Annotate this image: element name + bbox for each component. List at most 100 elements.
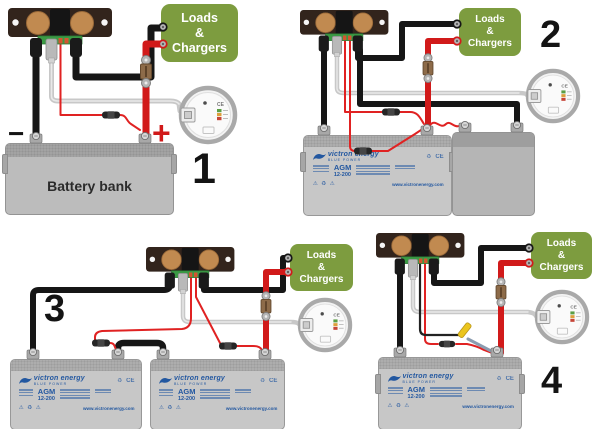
loads-chargers-box-1: Loads & Chargers bbox=[161, 4, 238, 62]
temp-sensor-wire-panel4 bbox=[418, 261, 461, 337]
panel-number-1: 1 bbox=[192, 145, 216, 193]
label-fineprint bbox=[95, 388, 112, 394]
data-cable-panel1 bbox=[49, 53, 183, 114]
battery-top bbox=[453, 133, 534, 147]
battery-bank-label: Battery bank bbox=[47, 178, 132, 194]
battery-post bbox=[138, 131, 152, 144]
battery-top bbox=[6, 144, 173, 157]
battery-label: victron energy BLUE POWER ♻ CE AGM 12-20… bbox=[387, 373, 514, 425]
loads-negative-cable-panel4 bbox=[431, 245, 532, 286]
recycle-icon: ♻ bbox=[260, 377, 266, 384]
sense-wire-b-panel4 bbox=[455, 343, 493, 354]
inline-fuse-b-panel3 bbox=[219, 342, 237, 350]
positive-cable-panel4 bbox=[498, 260, 532, 356]
battery-handle-left bbox=[2, 154, 8, 174]
warning-icons: ⚠ ♻ ⚠ bbox=[312, 181, 336, 188]
battery-label: victron energy BLUE POWER ♻ CE AGM 12-20… bbox=[158, 375, 277, 425]
shunt-panel2 bbox=[299, 9, 389, 58]
battery-tagline: BLUE POWER bbox=[33, 382, 68, 386]
battery-bank: Battery bank bbox=[2, 143, 177, 215]
inline-fuse-a-panel3 bbox=[92, 339, 110, 347]
loads-line2: & bbox=[557, 249, 566, 261]
inline-fuse-panel1 bbox=[102, 111, 120, 119]
sense-wire-a2-panel2 bbox=[399, 111, 425, 125]
victron-battery: victron energy BLUE POWER ♻ CE AGM 12-20… bbox=[375, 357, 525, 429]
battery-post bbox=[510, 120, 524, 133]
battery-website: www.victronenergy.com bbox=[462, 403, 514, 409]
shunt-panel4 bbox=[375, 232, 465, 281]
battery-top bbox=[151, 360, 284, 371]
recycle-icon: ♻ bbox=[496, 375, 502, 382]
panel-number-4: 4 bbox=[541, 360, 563, 402]
battery-handle-left bbox=[375, 374, 381, 394]
loads-chargers-box-4: Loads & Chargers bbox=[531, 232, 592, 279]
battery-post bbox=[490, 345, 504, 358]
battery-brand: victron energy bbox=[327, 151, 379, 158]
battery-type: AGM bbox=[407, 385, 426, 394]
sense-wire-panel1 bbox=[59, 42, 103, 116]
mega-fuse-panel2 bbox=[422, 53, 434, 84]
battery-brand: victron energy bbox=[33, 375, 85, 382]
victron-logo-icon bbox=[158, 377, 172, 384]
battery-tagline: BLUE POWER bbox=[402, 380, 436, 384]
label-fineprint bbox=[60, 388, 91, 399]
battery-post bbox=[420, 123, 434, 136]
loads-line1: Loads bbox=[546, 237, 577, 249]
loads-chargers-box-2: Loads & Chargers bbox=[459, 8, 521, 56]
loads-line1: Loads bbox=[181, 10, 218, 25]
battery-model: 12-200 bbox=[37, 395, 55, 402]
shunt-panel1 bbox=[7, 7, 113, 64]
battery-post bbox=[111, 347, 125, 360]
battery-tagline: BLUE POWER bbox=[327, 158, 362, 162]
victron-logo-icon bbox=[387, 375, 401, 382]
label-fineprint bbox=[387, 386, 403, 395]
sense-wire-a-panel2 bbox=[344, 39, 383, 113]
loads-line2: & bbox=[486, 26, 494, 37]
battery-model: 12-200 bbox=[333, 171, 351, 178]
data-cable-panel3 bbox=[180, 288, 302, 327]
aux-wire-second-battery-panel2 bbox=[429, 121, 465, 128]
label-fineprint bbox=[467, 386, 486, 392]
battery-type: AGM bbox=[37, 387, 56, 396]
battery-tagline: BLUE POWER bbox=[173, 382, 208, 386]
battery-post bbox=[393, 345, 407, 358]
warning-icons: ⚠ ♻ ⚠ bbox=[158, 405, 182, 412]
second-battery-cable-panel2 bbox=[357, 47, 520, 131]
label-fineprint bbox=[158, 388, 173, 397]
shunt-panel3 bbox=[145, 246, 235, 295]
data-cable-panel4 bbox=[410, 274, 539, 319]
series-jumper-cable-panel3 bbox=[114, 339, 167, 358]
battery-label: victron energy BLUE POWER ♻ CE AGM 12-20… bbox=[312, 151, 444, 211]
loads-chargers-box-3: Loads & Chargers bbox=[290, 244, 353, 291]
battery-monitor-gauge-panel4 bbox=[537, 292, 587, 342]
battery-monitor-gauge-panel3 bbox=[300, 300, 350, 350]
inline-fuse-a-panel2 bbox=[382, 108, 400, 116]
loads-line1: Loads bbox=[475, 14, 505, 25]
battery-handle-right bbox=[171, 154, 177, 174]
temp-sensor-lug-wire-panel4 bbox=[466, 337, 495, 354]
loads-line3: Chargers bbox=[539, 261, 584, 273]
sense-wire-a2-panel3 bbox=[109, 342, 119, 353]
battery-monitor-gauge-panel1 bbox=[181, 88, 235, 142]
label-fineprint bbox=[200, 388, 231, 399]
data-cable-highlight bbox=[182, 290, 292, 323]
loads-negative-cable-panel3 bbox=[201, 255, 291, 293]
battery-website: www.victronenergy.com bbox=[392, 181, 444, 187]
label-fineprint bbox=[18, 388, 33, 397]
data-cable-highlight bbox=[412, 276, 529, 313]
temp-sensor-lug bbox=[457, 322, 472, 338]
recycle-icon: ♻ bbox=[117, 377, 123, 384]
sense-wire-b2-panel3 bbox=[236, 345, 265, 354]
warning-icons: ⚠ ♻ ⚠ bbox=[18, 405, 42, 412]
battery-top bbox=[304, 136, 451, 147]
mega-fuse-panel3 bbox=[260, 291, 272, 321]
victron-battery: victron energy BLUE POWER ♻ CE AGM 12-20… bbox=[150, 359, 285, 429]
plus-terminal-label: + bbox=[152, 115, 171, 151]
battery-top bbox=[379, 358, 521, 369]
battery-post bbox=[317, 123, 331, 136]
sense-wire-a-panel3 bbox=[94, 276, 192, 342]
battery-handle-right bbox=[519, 374, 525, 394]
battery-handle-left bbox=[300, 152, 306, 172]
victron-battery: victron energy BLUE POWER ♻ CE AGM 12-20… bbox=[10, 359, 142, 429]
ce-mark: CE bbox=[126, 377, 135, 384]
